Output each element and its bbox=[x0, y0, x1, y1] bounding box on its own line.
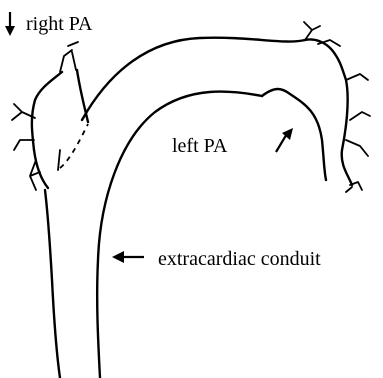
left-pa-label: left PA bbox=[172, 135, 228, 157]
right-pa-arrow-icon bbox=[5, 12, 15, 36]
conduit-arrow-icon bbox=[112, 251, 144, 263]
left-pa-vessel bbox=[262, 22, 370, 192]
left-pa-arrow-icon bbox=[276, 128, 293, 152]
right-pa-label: right PA bbox=[26, 13, 93, 35]
conduit-label: extracardiac conduit bbox=[158, 248, 321, 270]
right-pa-vessel bbox=[12, 42, 88, 190]
extracardiac-conduit-vessel bbox=[45, 38, 305, 378]
